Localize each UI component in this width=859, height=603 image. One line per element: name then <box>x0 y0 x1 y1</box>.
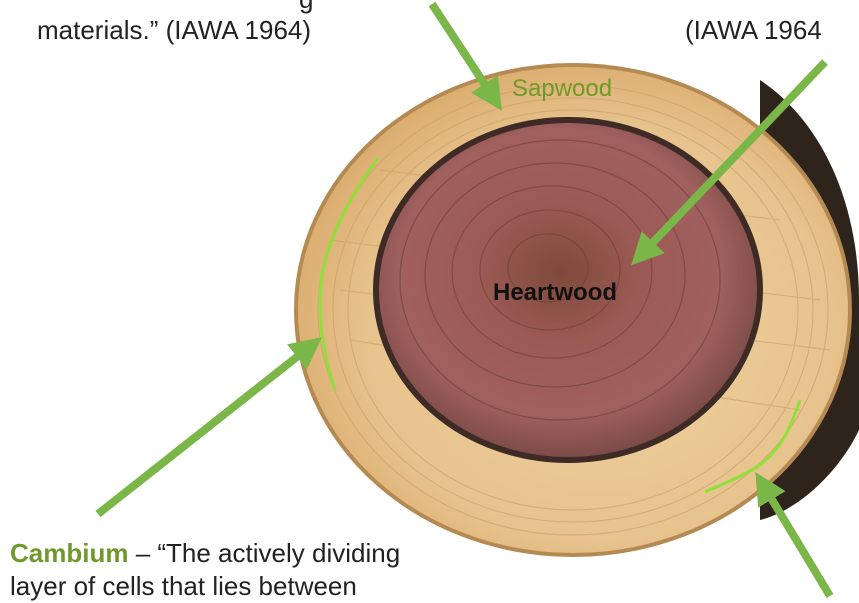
sapwood-label: Sapwood <box>512 75 612 103</box>
arrow-to-cambium-left <box>98 345 312 514</box>
top-left-annotation: g materials.” (IAWA 1964) <box>37 0 313 46</box>
cambium-definition: Cambium – “The actively dividing layer o… <box>10 537 400 603</box>
top-left-line-2: materials.” (IAWA 1964) <box>37 15 313 46</box>
top-right-line-1: (IAWA 1964 <box>685 15 822 46</box>
heartwood-label: Heartwood <box>493 279 617 307</box>
cambium-term: Cambium <box>10 538 128 568</box>
cambium-definition-line-2: layer of cells that lies between <box>10 570 400 603</box>
cambium-definition-line-1: – “The actively dividing <box>128 538 400 568</box>
top-left-line-1: g <box>37 0 313 15</box>
top-right-annotation: (IAWA 1964 <box>685 0 822 46</box>
